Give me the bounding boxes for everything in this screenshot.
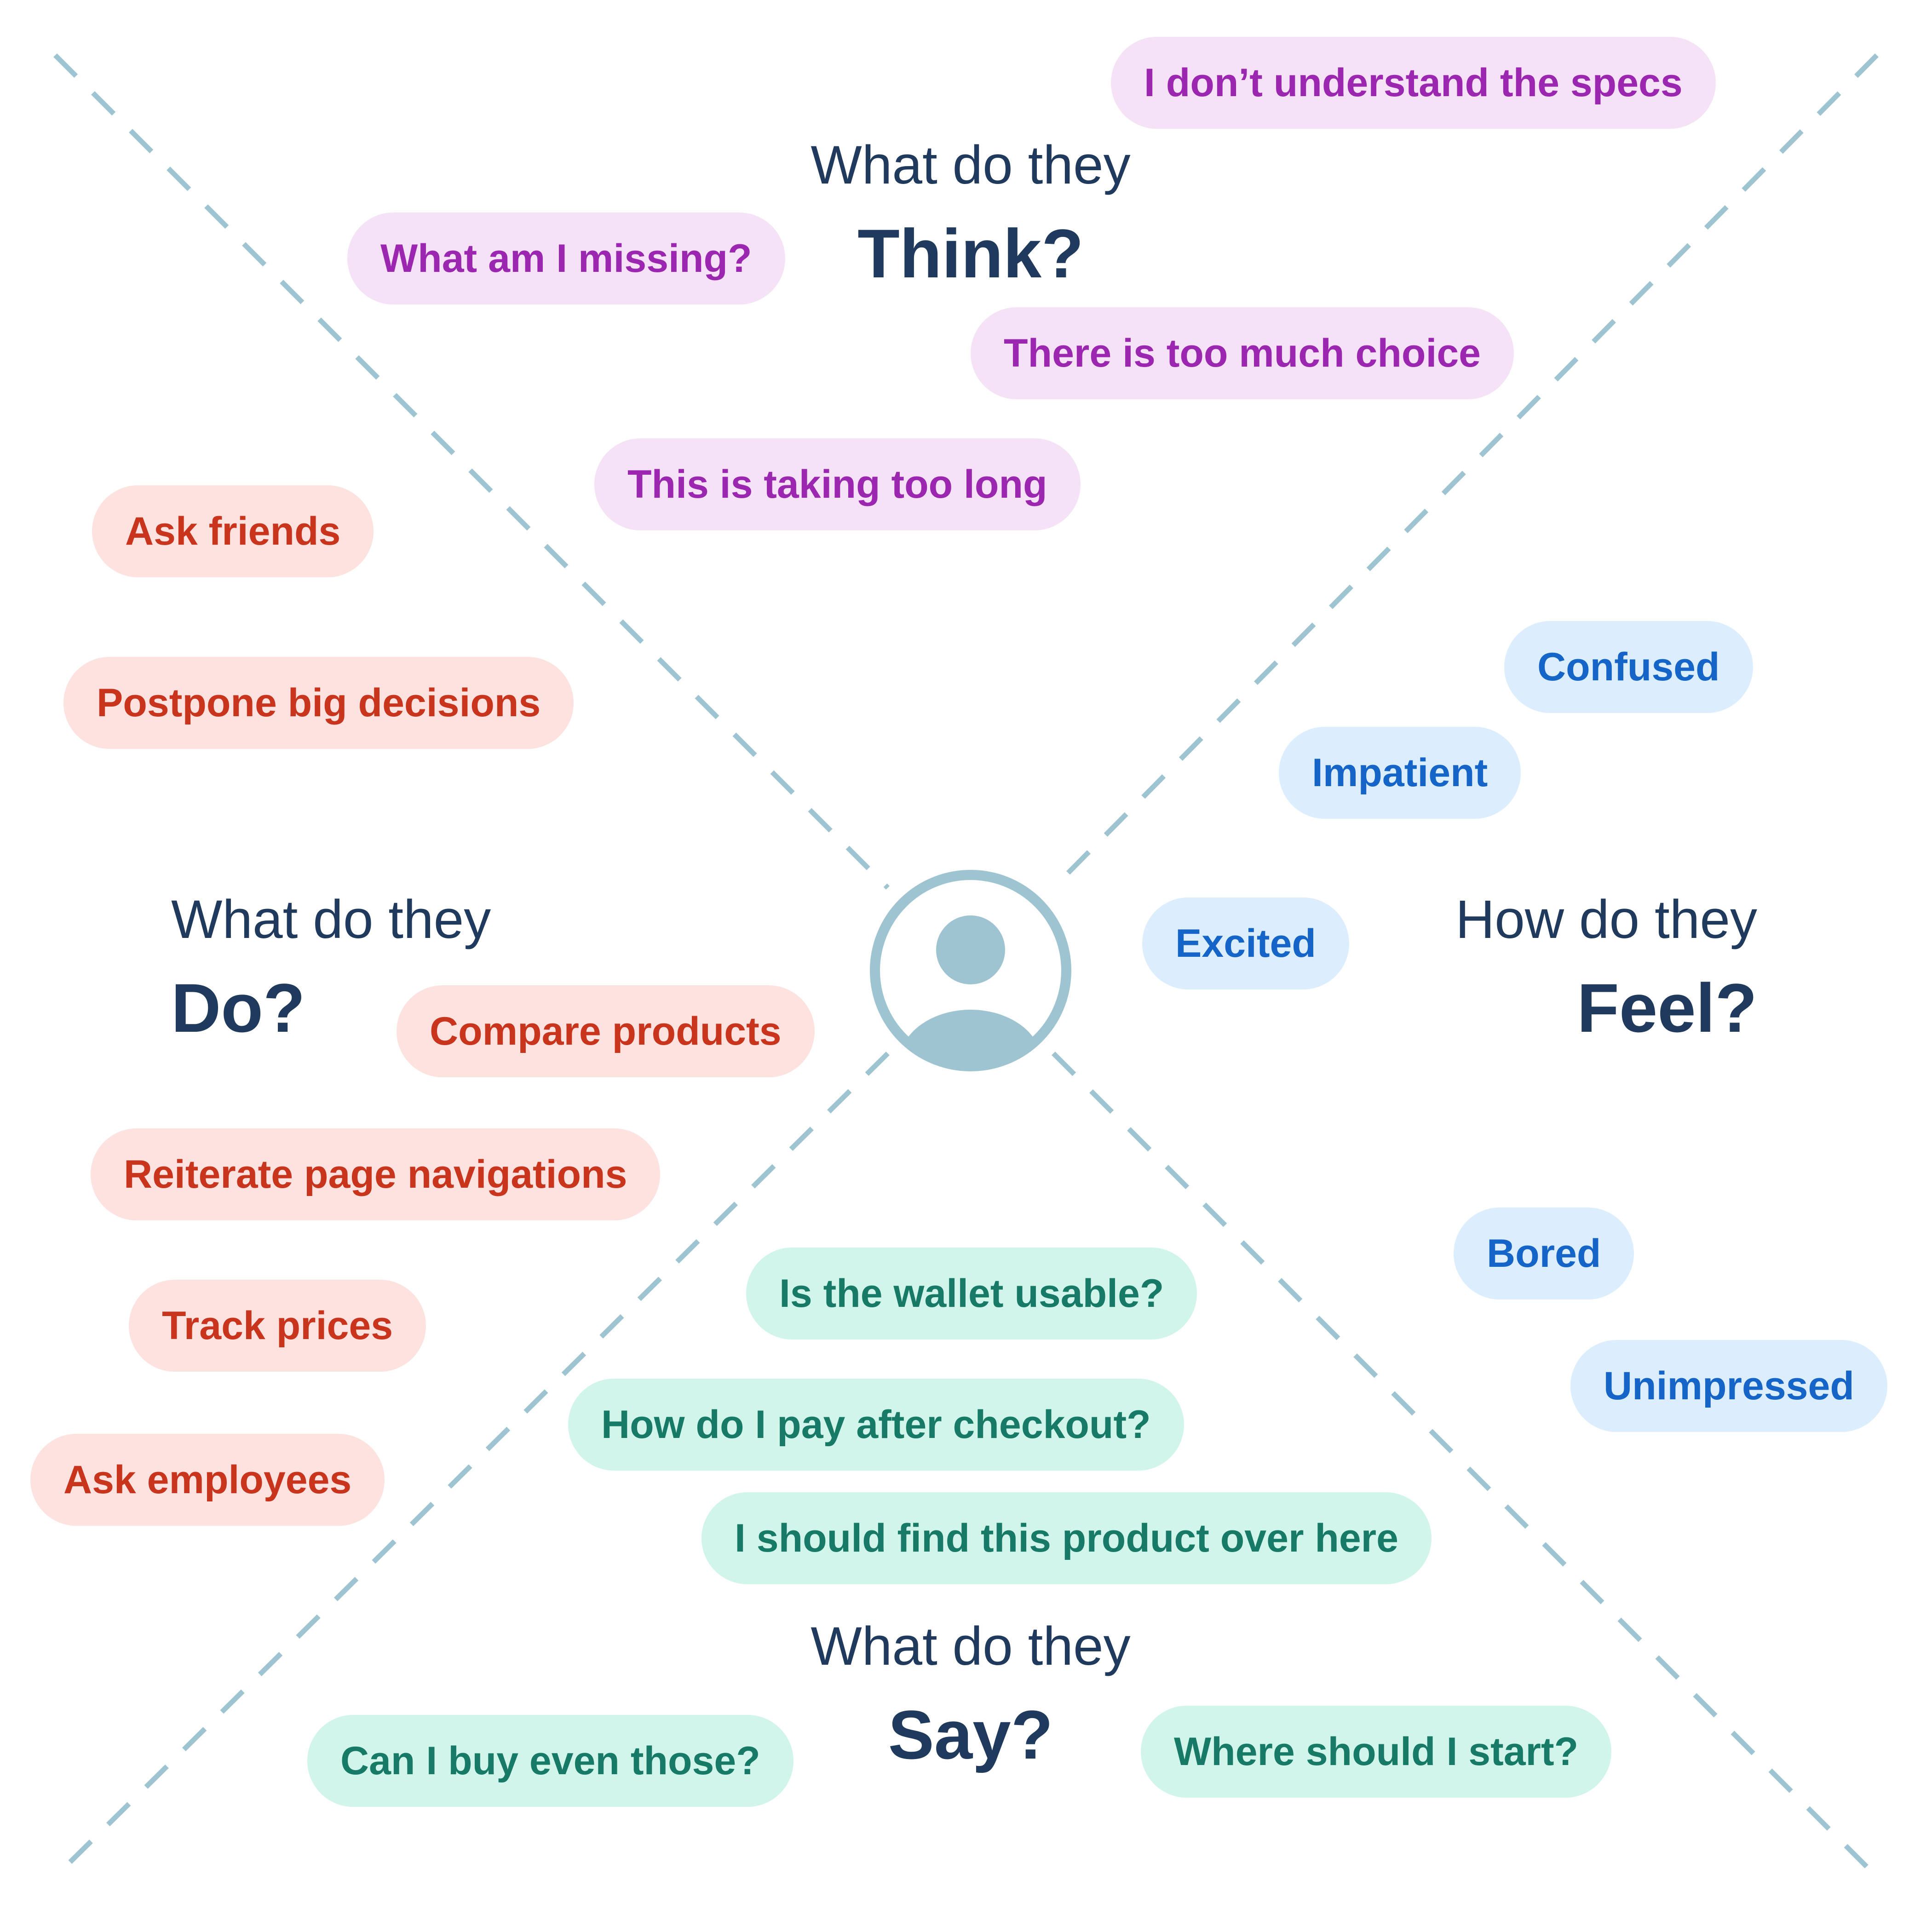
heading-think: What do they Think? <box>798 138 1143 288</box>
feel-note: Bored <box>1454 1208 1634 1300</box>
heading-say-question: What do they <box>811 1616 1131 1677</box>
say-note: Is the wallet usable? <box>746 1248 1197 1340</box>
feel-note: Excited <box>1142 897 1349 989</box>
heading-say-word: Say? <box>888 1696 1053 1773</box>
say-note: Can I buy even those? <box>307 1715 794 1807</box>
feel-note: Impatient <box>1279 727 1521 819</box>
heading-do-question: What do they <box>171 889 491 950</box>
heading-say: What do they Say? <box>798 1619 1143 1769</box>
say-note: I should find this product over here <box>702 1492 1432 1584</box>
diagonal-top-right <box>1052 53 1879 890</box>
feel-note: Unimpressed <box>1570 1340 1887 1432</box>
say-note: Where should I start? <box>1141 1706 1612 1798</box>
do-note: Postpone big decisions <box>63 657 574 749</box>
heading-think-question: What do they <box>811 135 1131 196</box>
diagonal-bottom-right <box>1052 1052 1879 1879</box>
heading-feel-question: How do they <box>1455 889 1757 950</box>
diagonal-top-left <box>53 53 890 890</box>
user-avatar-icon <box>870 870 1071 1071</box>
heading-feel: How do they Feel? <box>1389 892 1757 1042</box>
avatar-shoulders <box>899 1010 1042 1066</box>
say-note: How do I pay after checkout? <box>568 1379 1184 1471</box>
do-note: Reiterate page navigations <box>91 1128 661 1220</box>
avatar-head <box>936 915 1005 984</box>
do-note: Track prices <box>129 1280 426 1372</box>
diagonal-bottom-left <box>53 1052 890 1879</box>
think-note: This is taking too long <box>594 438 1081 530</box>
heading-feel-word: Feel? <box>1577 969 1757 1046</box>
heading-do-word: Do? <box>171 969 305 1046</box>
think-note: There is too much choice <box>971 307 1514 399</box>
think-note: I don’t understand the specs <box>1111 37 1716 129</box>
heading-do: What do they Do? <box>171 892 491 1042</box>
do-note: Ask employees <box>30 1434 385 1526</box>
do-note: Ask friends <box>92 485 374 577</box>
do-note: Compare products <box>397 985 815 1077</box>
think-note: What am I missing? <box>347 213 785 305</box>
heading-think-word: Think? <box>857 215 1084 292</box>
feel-note: Confused <box>1504 621 1753 713</box>
